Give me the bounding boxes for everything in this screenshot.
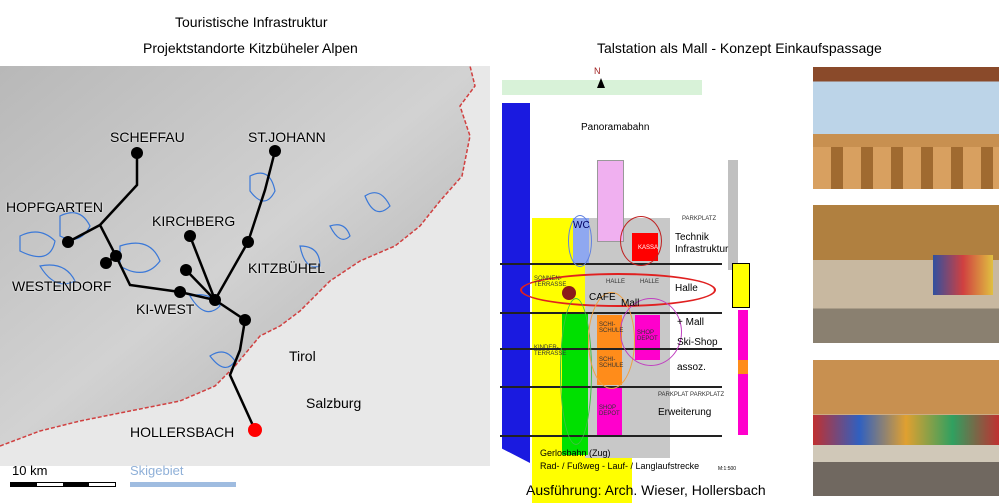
small-shopdepot2: SHOP DEPOT [599, 405, 620, 417]
small-schischule2: SCHI-SCHULE [599, 357, 624, 369]
label-assoz: assoz. [677, 362, 706, 373]
label-erweiterung: Erweiterung [658, 407, 712, 418]
floor-plan: N Panoramabahn WC Technik Infrastruktur … [500, 60, 800, 503]
north-arrow: N [594, 66, 601, 76]
place-st-johann: ST.JOHANN [248, 129, 326, 145]
legend-ski-area-swatch [130, 482, 236, 487]
place-kitzbuehel: KITZBÜHEL [248, 260, 326, 276]
label-infrastruktur: Infrastruktur [675, 244, 729, 255]
region-salzburg: Salzburg [306, 395, 362, 411]
label-plus-mall: + Mall [677, 317, 704, 328]
place-scheffau: SCHEFFAU [110, 129, 185, 145]
north-arrow-icon [597, 78, 605, 88]
small-parkplatz2: PARKPLAT PARKPLATZ [658, 392, 725, 398]
route-network [62, 145, 281, 437]
label-ski-shop: Ski-Shop [677, 337, 718, 348]
label-gerlosbahn: Gerlosbahn (Zug) [540, 448, 611, 458]
place-ki-west: KI-WEST [136, 301, 195, 317]
map-title-line1: Touristische Infrastruktur [175, 14, 328, 30]
label-technik: Technik [675, 232, 709, 243]
place-hopfgarten: HOPFGARTEN [6, 199, 103, 215]
small-kinderterrasse: KINDER-TERRASSE [534, 345, 567, 357]
scale-bar [10, 482, 116, 487]
plan-title: Talstation als Mall - Konzept Einkaufspa… [597, 40, 882, 56]
region-tirol: Tirol [289, 348, 316, 364]
label-cafe: CAFE [589, 292, 616, 303]
label-panoramabahn: Panoramabahn [581, 122, 650, 133]
label-radweg: Rad- / Fußweg - Lauf- / Langlaufstrecke [540, 461, 700, 471]
scale-label: 10 km [12, 463, 48, 478]
legend-ski-area-label: Skigebiet [130, 463, 184, 478]
small-kassa: KASSA [638, 245, 659, 251]
relief-map [0, 66, 490, 466]
place-hollersbach: HOLLERSBACH [130, 424, 235, 440]
plan-credit: Ausführung: Arch. Wieser, Hollersbach [526, 482, 766, 498]
photo-hall-interior-2 [813, 360, 999, 496]
small-parkplatz: PARKPLATZ [682, 216, 717, 222]
place-westendorf: WESTENDORF [12, 278, 112, 294]
label-mall: Mall [621, 298, 640, 309]
photo-cafe-interior [813, 67, 999, 189]
label-scale: M:1:500 [718, 466, 737, 472]
small-halle2: HALLE [640, 279, 660, 285]
small-schischule1: SCHI-SCHULE [599, 322, 624, 334]
small-shopdepot1: SHOP DEPOT [637, 330, 658, 342]
small-sonnenterrasse: SONNEN-TERRASSE [534, 276, 567, 288]
label-halle: Halle [675, 283, 698, 294]
small-halle1: HALLE [606, 279, 626, 285]
austria-region [0, 66, 475, 446]
hollersbach-marker [248, 423, 262, 437]
place-kirchberg: KIRCHBERG [152, 213, 236, 229]
label-wc: WC [573, 220, 590, 231]
map-title-line2: Projektstandorte Kitzbüheler Alpen [143, 40, 358, 56]
photo-hall-interior-1 [813, 205, 999, 343]
